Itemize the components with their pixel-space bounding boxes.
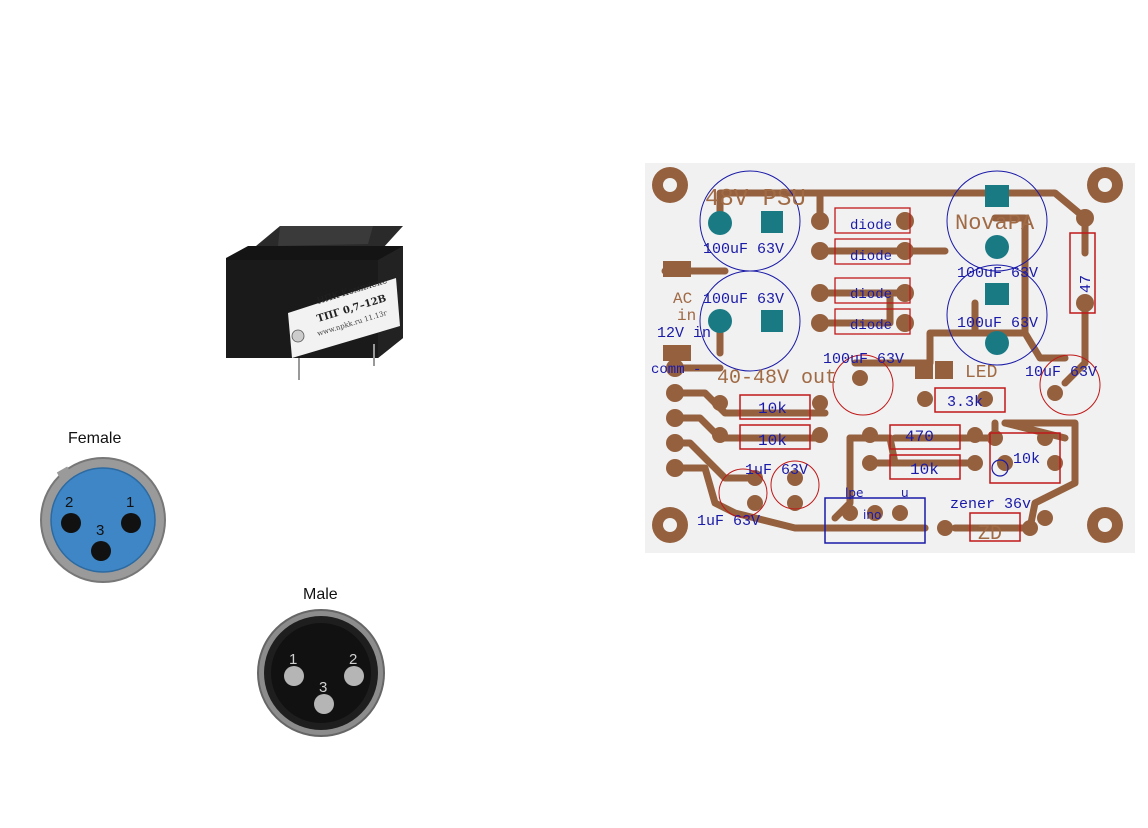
male-connector-title: Male [303, 586, 338, 603]
board-title: 48V PSU [705, 186, 806, 213]
xlr-female-connector: 2 1 3 [40, 457, 166, 583]
resistor-470-label: 470 [905, 428, 934, 446]
female-pin-label-1: 1 [126, 494, 134, 511]
diode-outlines [834, 207, 911, 335]
ac-in-label-1: AC [673, 290, 692, 308]
transistor-pin-label-2: u [901, 486, 909, 500]
cap-label-c4: 100uF 63V [957, 315, 1038, 332]
resistor-10k-b-label: 10k [758, 432, 787, 450]
cap-label-c5: 100uF 63V [823, 351, 904, 368]
transformer-logo [291, 329, 305, 343]
cap-label-c6: 10uF 63V [1025, 364, 1097, 381]
ac-in-label-2: in [677, 307, 696, 325]
trimmer-symbol [991, 459, 1009, 477]
small-capacitor-outlines [718, 354, 1101, 518]
transistor-label: ino [863, 508, 881, 522]
cap-label-c1: 100uF 63V [703, 241, 784, 258]
cap-label-c3: 100uF 63V [957, 265, 1038, 282]
resistor-10k-a-label: 10k [758, 400, 787, 418]
male-pin-3 [314, 694, 334, 714]
trimmer-10k-label: 10k [1013, 451, 1040, 468]
pcb-layout: diode diode diode diode 47 3.3k 470 10k … [645, 163, 1135, 553]
diode-label-2: diode [850, 249, 892, 265]
capacitor-pads [708, 185, 1009, 355]
led-label: LED [965, 363, 997, 383]
male-pin-1 [284, 666, 304, 686]
xlr-male-connector: 1 2 3 [257, 609, 385, 737]
resistor-47-label: 47 [1078, 275, 1095, 293]
project-name: NovaPA [955, 211, 1035, 236]
zd-label: ZD [978, 523, 1002, 546]
cap-label-c8: 1uF 63V [697, 513, 760, 530]
male-pin-label-2: 2 [349, 651, 357, 668]
cap-label-c2: 100uF 63V [703, 291, 784, 308]
resistor-10k-c-label: 10k [910, 461, 939, 479]
female-pin-2 [61, 513, 81, 533]
capacitor-outlines [699, 170, 1048, 372]
male-pin-2 [344, 666, 364, 686]
male-pin-label-1: 1 [289, 651, 297, 668]
transformer-image: НПК Комплекс ТПГ 0,7–12В www.npkk.ru 11.… [218, 208, 418, 388]
diode-label-3: diode [850, 287, 892, 303]
cap-label-c7: 1uF 63V [745, 462, 808, 479]
common-label: comm - [651, 362, 701, 378]
ac-in-label-3: 12V in [657, 325, 711, 342]
female-pin-1 [121, 513, 141, 533]
resistor-3-3k-label: 3.3k [947, 394, 983, 411]
output-label: 40-48V out [717, 367, 837, 390]
pcb-pads [663, 209, 1094, 536]
female-pin-label-3: 3 [96, 522, 104, 539]
male-pin-label-3: 3 [319, 679, 327, 696]
transistor-pin-label-1: lpe [845, 486, 863, 500]
diode-label-4: diode [850, 318, 892, 334]
female-pin-label-2: 2 [65, 494, 73, 511]
diode-label-1: diode [850, 218, 892, 234]
female-connector-title: Female [68, 430, 122, 447]
zener-label: zener 36v [950, 496, 1031, 513]
female-pin-3 [91, 541, 111, 561]
mounting-holes [652, 167, 1123, 543]
resistor-outlines [739, 232, 1096, 544]
